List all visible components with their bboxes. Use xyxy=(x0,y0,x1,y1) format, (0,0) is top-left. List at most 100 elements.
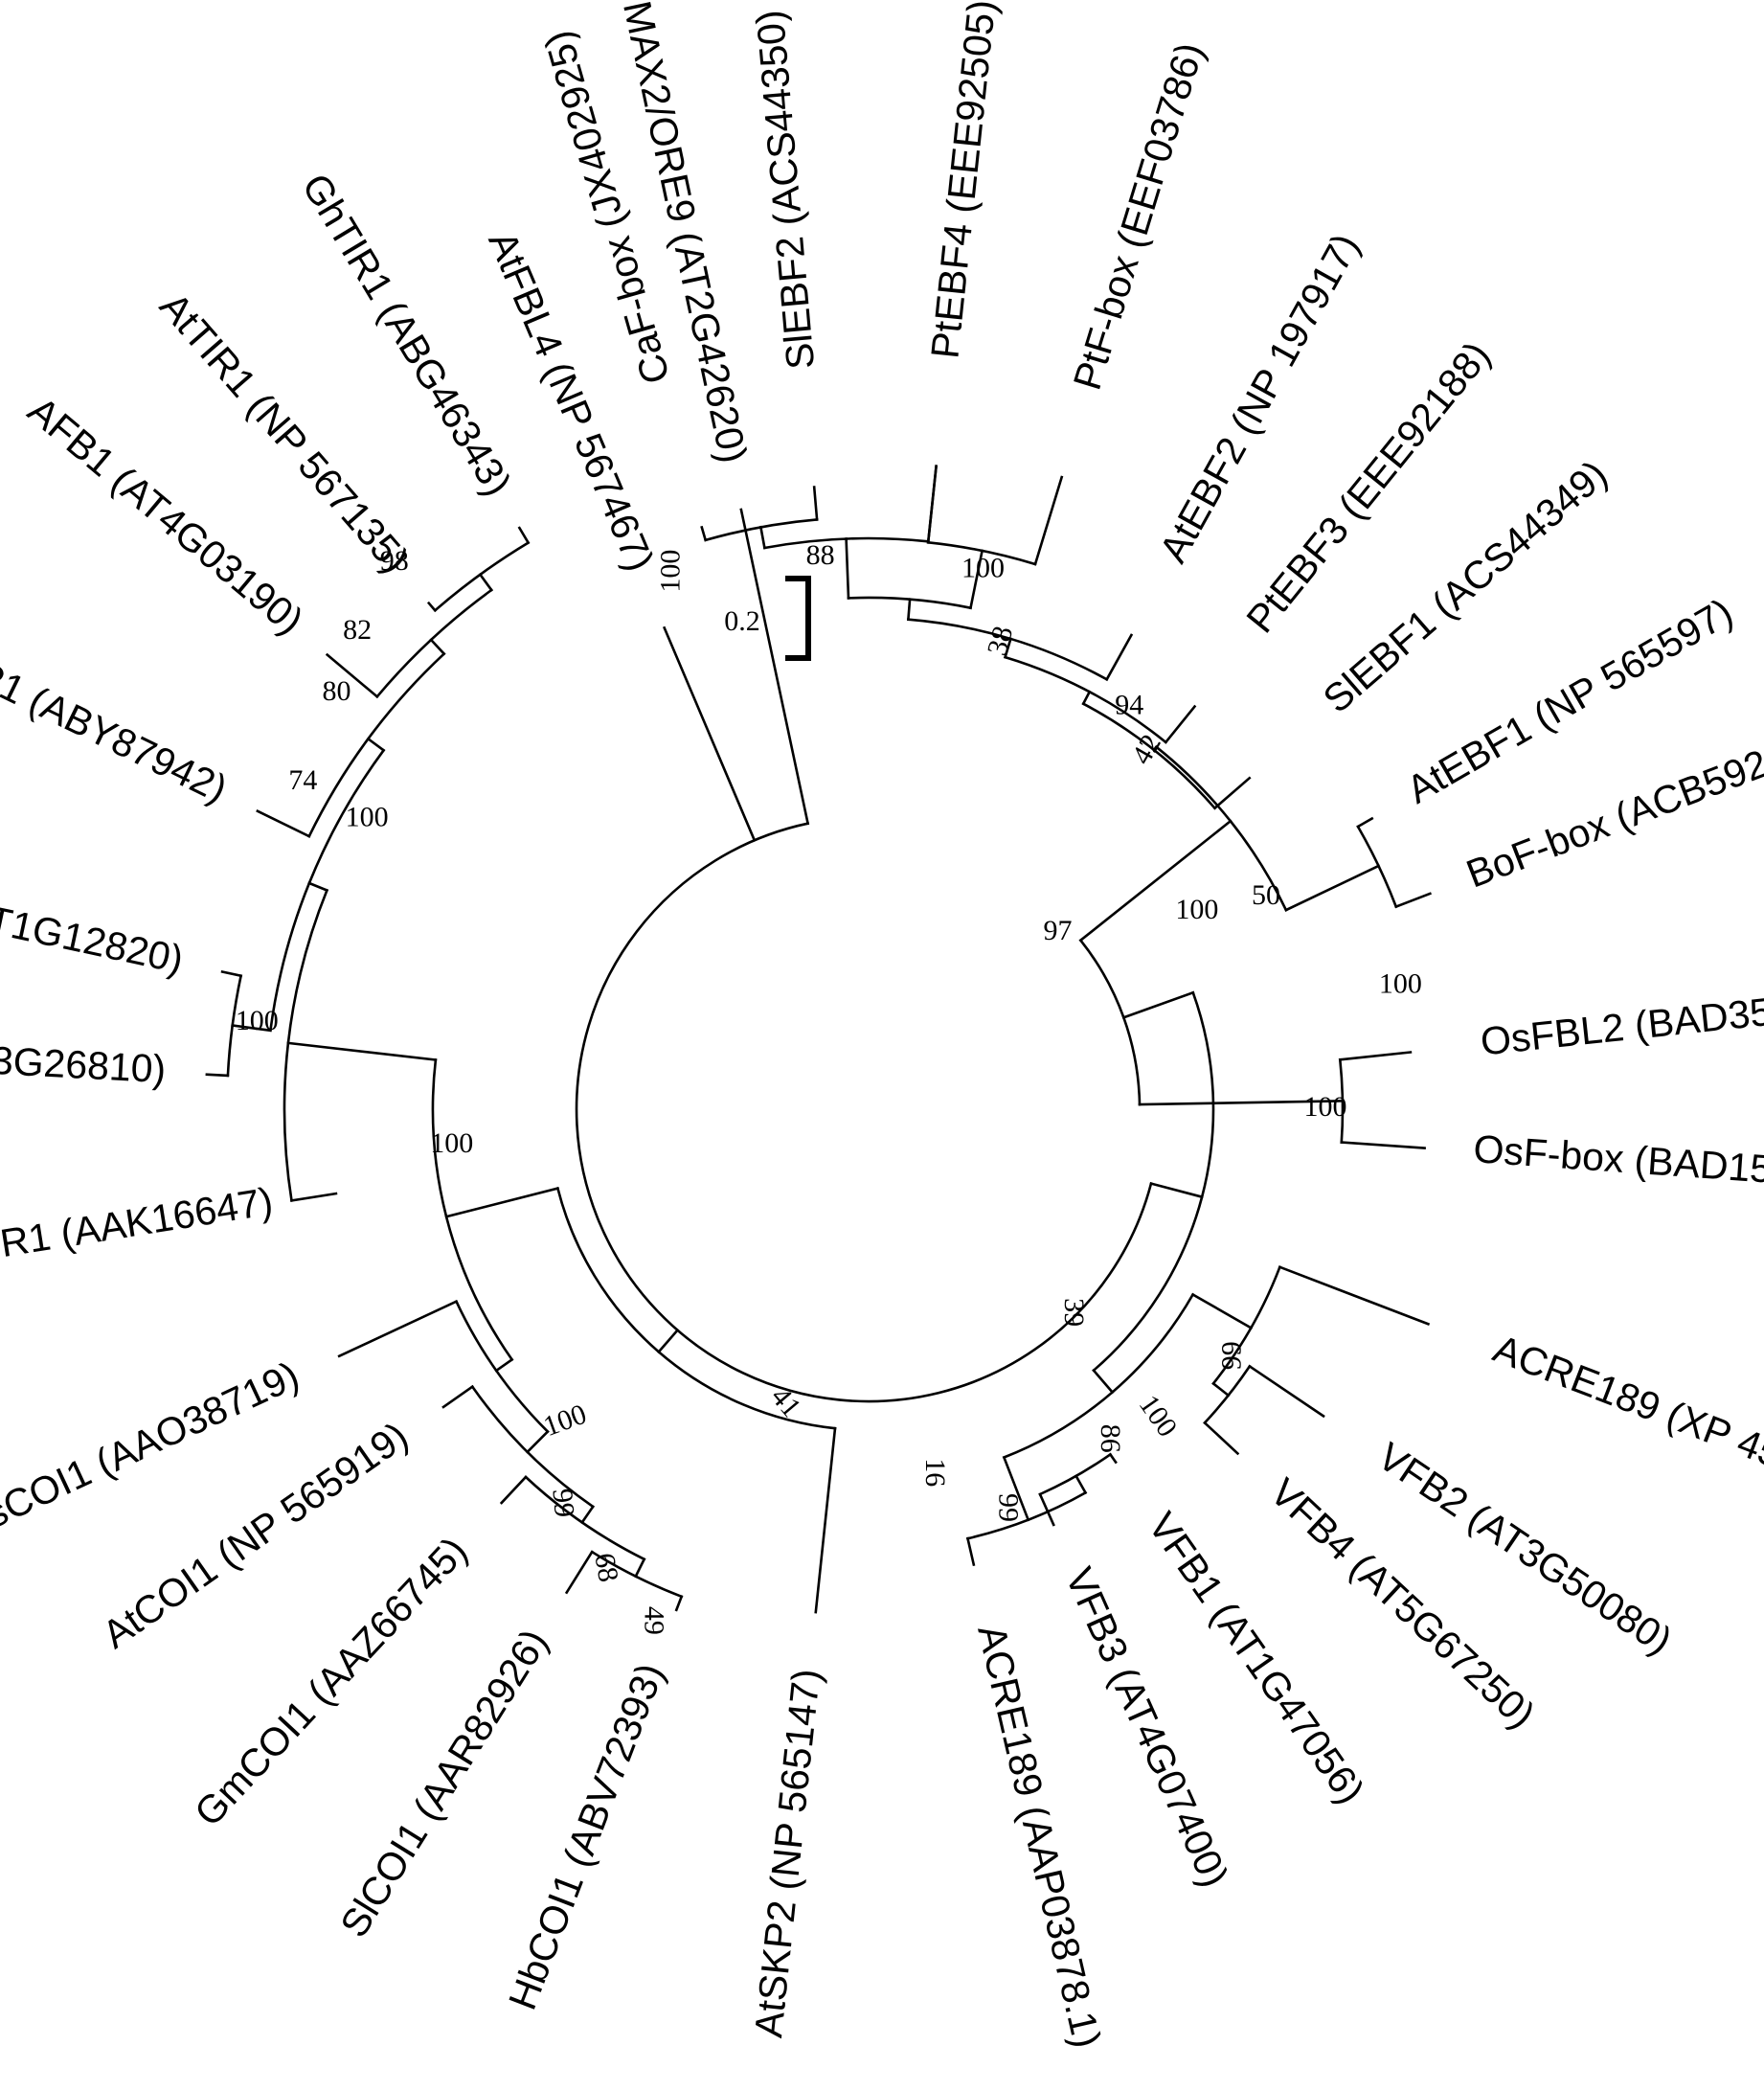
bootstrap-value-n_vfb4_vfb2: 99 xyxy=(1215,1341,1247,1370)
branch-n_c99v xyxy=(1002,1455,1030,1522)
branch-n_caf_slebf2 xyxy=(758,525,766,550)
bootstrap-value-n_tir_coi: 100 xyxy=(430,1127,473,1159)
bootstrap-value-n_os: 100 xyxy=(1304,1091,1347,1123)
branch-vfb1 xyxy=(1108,1452,1118,1465)
branch-ostir1 xyxy=(256,809,311,838)
bootstrap-value-n_coi: 100 xyxy=(539,1398,591,1443)
branch-atskp2 xyxy=(814,1426,837,1614)
bootstrap-value-n_caf_slebf2: 100 xyxy=(654,550,686,593)
branch-n_c68 xyxy=(579,1505,596,1525)
branch-ptebf3 xyxy=(1164,704,1197,744)
branch-ptebf4 xyxy=(926,465,939,544)
branch-n_c39 xyxy=(1149,1182,1204,1199)
bootstrap-value-n_c82: 82 xyxy=(343,614,372,646)
branch-atebf2 xyxy=(1104,633,1134,682)
branch-afb3 xyxy=(220,969,243,978)
bootstrap-value-n_c99v: 99 xyxy=(992,1493,1024,1522)
branch-n_c16 xyxy=(1092,1368,1115,1395)
branch-vfb2 xyxy=(1248,1364,1325,1419)
bootstrap-value-n_pt: 100 xyxy=(961,552,1005,583)
branch-n_coi xyxy=(494,1357,514,1373)
branch-vfb4 xyxy=(1203,1421,1240,1456)
taxon-label-afb3: AFB3 (AT1G12820) xyxy=(0,867,187,982)
branch-n_c88 xyxy=(845,537,850,600)
branch-n_c49 xyxy=(634,1557,646,1579)
branch-atebf1 xyxy=(1356,816,1374,829)
branch-n_c42 xyxy=(1081,690,1092,706)
branch-n_c94 xyxy=(1003,637,1013,659)
branch-atfbl4 xyxy=(662,625,757,842)
bootstrap-value-n_c88: 88 xyxy=(806,539,835,571)
branch-n_c86 xyxy=(1074,1474,1088,1495)
branch-slcoi1 xyxy=(564,1550,594,1595)
taxon-label-osfbl2: OsFBL2 (BAD35544) xyxy=(1479,981,1764,1063)
branch-n_c97 xyxy=(1121,990,1195,1019)
bootstrap-value-n_c74: 74 xyxy=(288,764,317,796)
taxon-label-hbcoi1: HbCOI1 (ABV72393) xyxy=(500,1657,672,2015)
branch-afb1 xyxy=(325,652,379,699)
taxon-label-pttir1: PtTIR1 (AAK16647) xyxy=(0,1179,276,1277)
bootstrap-value-n_atebf1_bof: 100 xyxy=(1379,968,1422,1000)
branch-n_c82 xyxy=(429,638,446,656)
branch-afb2 xyxy=(205,1073,230,1078)
branch-ghtir1 xyxy=(517,526,531,545)
branch-vfb3 xyxy=(1038,1492,1055,1527)
taxon-label-ptf: PtF-box (EEF03786) xyxy=(1065,37,1212,395)
arc-n_root xyxy=(575,822,1153,1403)
scale-bar-label: 0.2 xyxy=(724,605,760,637)
arc-n_c97 xyxy=(1078,938,1142,1106)
branch-n_os xyxy=(1138,1100,1345,1106)
branch-caf xyxy=(700,525,708,542)
branch-n_tir_coi xyxy=(444,1187,559,1218)
bootstrap-value-n_tir_all: 100 xyxy=(346,801,389,832)
bootstrap-value-n_c16: 16 xyxy=(919,1458,951,1487)
branch-n_atebf1_bof xyxy=(1284,864,1381,912)
bootstrap-value-n_c68: 68 xyxy=(588,1551,624,1584)
arc-n_c39 xyxy=(1092,990,1215,1373)
branch-acre189aap xyxy=(965,1536,976,1567)
branch-atcoi1 xyxy=(441,1384,475,1409)
branch-n_c74 xyxy=(307,881,329,893)
bootstrap-value-n_afb23: 100 xyxy=(236,1005,279,1036)
branch-osfbl2 xyxy=(1338,1051,1413,1061)
bootstrap-value-n_c98: 98 xyxy=(380,545,409,577)
taxon-label-slebf2: SlEBF2 (ACS44350) xyxy=(748,9,824,372)
branch-n_c80 xyxy=(366,737,386,753)
branch-gmcoi1 xyxy=(499,1475,528,1505)
taxon-label-osf: OsF-box (BAD15849) xyxy=(1472,1126,1764,1196)
bootstrap-value-n_c100v: 100 xyxy=(1133,1389,1184,1443)
branch-bof xyxy=(1394,892,1432,909)
branch-n_c38 xyxy=(906,598,912,622)
taxon-label-atskp2: AtSKP2 (NP 565147) xyxy=(746,1667,828,2039)
branch-acre189xp xyxy=(1278,1265,1431,1326)
branch-pttir1 xyxy=(290,1192,338,1202)
branch-oscoi1 xyxy=(337,1299,459,1358)
bootstrap-value-n_c50: 50 xyxy=(1252,879,1280,911)
branch-n_vfb4_vfb2 xyxy=(1211,1381,1231,1398)
branch-n_pt xyxy=(968,549,984,610)
branch-n_c99c xyxy=(525,1429,550,1454)
taxon-label-ptebf4: PtEBF4 (EEE92505) xyxy=(922,0,1004,360)
scale-bar-line xyxy=(785,576,811,661)
branch-n_ebf xyxy=(1078,819,1233,943)
taxon-label-acre189xp: ACRE189 (XP 450015.1) xyxy=(1487,1326,1764,1524)
arc-n_c86 xyxy=(1038,1452,1113,1496)
bootstrap-value-n_c42: 42 xyxy=(1125,729,1167,769)
bootstrap-value-n_c38: 38 xyxy=(982,623,1020,659)
branch-slebf2 xyxy=(812,486,819,521)
taxon-label-acre189aap: ACRE189 (AAP03878.1) xyxy=(969,1621,1109,2052)
branch-n_tir_all xyxy=(286,1041,438,1061)
bootstrap-value-n_c94: 94 xyxy=(1115,690,1143,721)
bootstrap-value-n_c80: 80 xyxy=(323,675,351,707)
branch-n_c98 xyxy=(478,572,494,592)
bootstrap-value-n_c39: 39 xyxy=(1058,1298,1090,1327)
branch-attir1 xyxy=(426,601,438,613)
bootstrap-value-n_c49: 49 xyxy=(639,1606,670,1635)
branch-max2 xyxy=(739,508,810,826)
branch-ptf xyxy=(1033,475,1064,566)
tree-branches xyxy=(205,465,1432,1614)
branch-n_c50 xyxy=(1152,744,1159,752)
taxon-label-afb2: AFB2 (AT3G26810) xyxy=(0,1030,167,1092)
